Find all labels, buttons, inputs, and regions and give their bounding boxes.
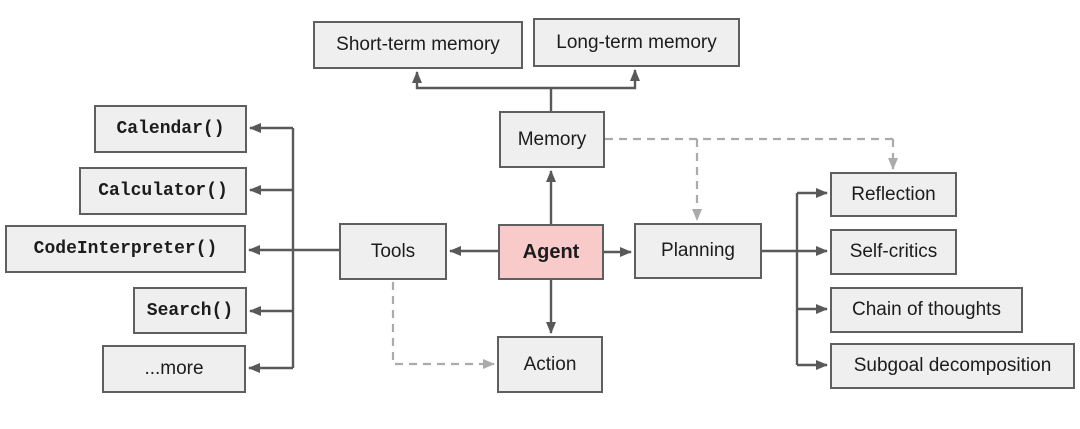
node-reflection: Reflection	[830, 172, 957, 217]
node-tools: Tools	[339, 223, 447, 280]
node-agent: Agent	[498, 224, 604, 280]
node-calendar: Calendar()	[94, 105, 247, 153]
node-calculator: Calculator()	[79, 167, 247, 215]
node-short-term-memory: Short-term memory	[313, 21, 523, 69]
node-action: Action	[497, 336, 603, 393]
node-search: Search()	[133, 287, 247, 334]
dashed-tools-to-action	[391, 282, 495, 369]
node-memory: Memory	[499, 111, 605, 168]
node-planning: Planning	[634, 223, 762, 279]
node-more: ...more	[102, 345, 246, 393]
node-code-interpreter: CodeInterpreter()	[5, 225, 246, 273]
node-chain-of-thoughts: Chain of thoughts	[830, 287, 1023, 333]
node-long-term-memory: Long-term memory	[533, 18, 740, 67]
node-self-critics: Self-critics	[830, 229, 957, 275]
node-subgoal-decomposition: Subgoal decomposition	[830, 343, 1075, 389]
